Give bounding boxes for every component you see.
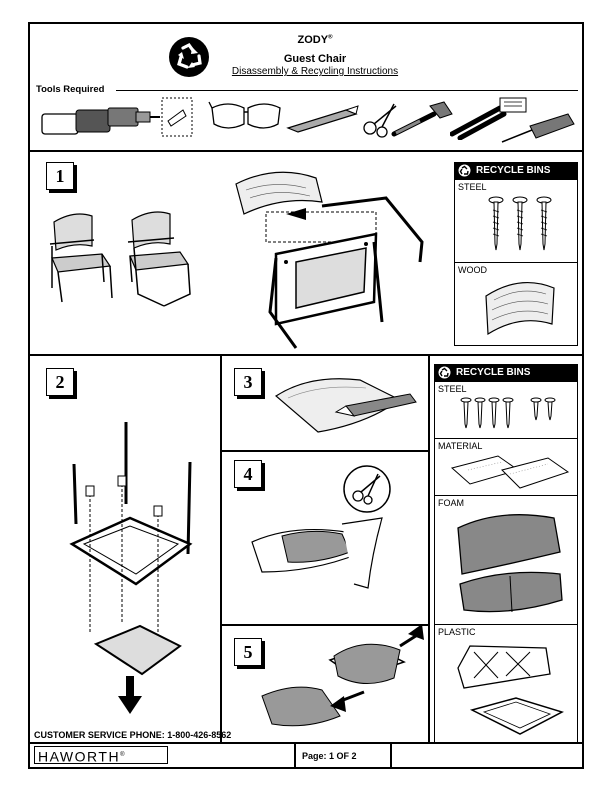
wood-back-illustration <box>480 274 560 340</box>
remove-cover-illustration <box>242 514 402 594</box>
foam-illustration <box>450 508 570 618</box>
model-name: Guest Chair <box>283 53 347 65</box>
column-divider-left <box>220 354 222 744</box>
recycle-bin-icon <box>438 366 451 384</box>
subtitle: Disassembly & Recycling Instructions <box>231 66 399 77</box>
customer-service-phone: CUSTOMER SERVICE PHONE: 1-800-426-8562 <box>34 730 232 740</box>
bin-foam-label: FOAM <box>438 498 464 508</box>
plastic-illustration <box>450 638 570 738</box>
header-divider <box>30 150 582 152</box>
frame-disassembly-illustration <box>66 414 196 714</box>
drill-icon <box>38 96 198 142</box>
utility-knife-icon <box>286 104 362 134</box>
cut-fabric-illustration <box>270 366 420 440</box>
footer-divider <box>30 742 582 744</box>
tools-rule <box>116 90 578 91</box>
back-removal-illustration <box>226 162 442 352</box>
product-name: ZODY® <box>297 34 333 46</box>
chairs-illustration <box>44 202 204 312</box>
pliers-icon <box>450 90 530 140</box>
recycle-bin-icon <box>458 164 471 182</box>
safety-glasses-icon <box>208 98 284 138</box>
recycle-logo <box>168 36 210 83</box>
scissors-icon <box>362 102 400 138</box>
screws-illustration-2 <box>458 396 568 430</box>
bin-plastic-label: PLASTIC <box>438 627 476 637</box>
column-divider-right <box>428 354 430 744</box>
bin-wood-label: WOOD <box>458 265 487 275</box>
recycle-bins-header-2: RECYCLE BINS <box>434 364 578 381</box>
tools-label: Tools Required <box>36 84 105 95</box>
footer-divider-page-right <box>390 742 392 769</box>
material-illustration <box>448 452 572 492</box>
footer-divider-page-left <box>294 742 296 769</box>
recycle-icon <box>169 37 209 77</box>
bin-material-label: MATERIAL <box>438 441 483 451</box>
scissors-circle-illustration <box>342 464 392 514</box>
step-5-number: 5 <box>234 638 262 666</box>
section-1-divider <box>30 354 582 356</box>
step-3-divider <box>220 450 428 452</box>
step-3-number: 3 <box>234 368 262 396</box>
step-1-number: 1 <box>46 162 74 190</box>
screwdriver-icon <box>498 112 578 148</box>
page-indicator: Page: 1 OF 2 <box>302 751 357 761</box>
step-2-number: 2 <box>46 368 74 396</box>
haworth-logo: HAWORTH® <box>34 746 168 765</box>
step-4-number: 4 <box>234 460 262 488</box>
separate-foam-illustration <box>254 620 424 740</box>
bin-wood <box>454 262 578 346</box>
hammer-icon <box>390 100 460 140</box>
recycle-bins-header-1: RECYCLE BINS <box>454 162 578 179</box>
bin-steel-1-label: STEEL <box>458 182 487 192</box>
bin-plastic <box>434 624 578 744</box>
bin-steel-2-label: STEEL <box>438 384 467 394</box>
screws-illustration-1 <box>486 194 556 254</box>
instruction-sheet: ZODY® Guest Chair Disassembly & Recyclin… <box>28 22 584 769</box>
step-4-divider <box>220 624 428 626</box>
